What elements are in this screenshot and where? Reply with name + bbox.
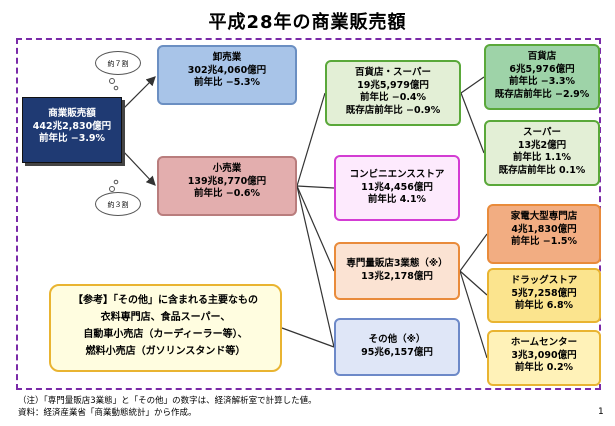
node-value: 302兆4,060億円 xyxy=(187,64,267,76)
page-title: 平成28年の商業販売額 xyxy=(208,12,407,33)
line-dept-dstore xyxy=(460,76,485,94)
reference-line-3: 自動車小売店（カーディーラー等）、 xyxy=(83,329,248,340)
node-value: 139兆8,770億円 xyxy=(187,175,267,187)
reference-line-1: 【参考】「その他」に含まれる主要なもの xyxy=(73,295,258,306)
node-wholesale: 卸売業 302兆4,060億円 前年比 −5.3% xyxy=(157,45,297,105)
node-specialty-stores: 専門量販店3業態（※） 13兆2,178億円 xyxy=(334,242,460,300)
reference-line-4: 燃料小売店（ガソリンスタンド等） xyxy=(85,346,246,357)
page-number: 1 xyxy=(598,407,604,417)
node-value: 11兆4,456億円 xyxy=(361,181,433,193)
line-retail-dept xyxy=(296,92,326,187)
node-name: 小売業 xyxy=(212,163,242,174)
reference-note-box: 【参考】「その他」に含まれる主要なもの 衣料専門店、食品スーパー、 自動車小売店… xyxy=(49,284,282,372)
node-value: 5兆7,258億円 xyxy=(511,287,577,299)
node-name: 商業販売額 xyxy=(48,108,96,119)
node-department-store: 百貨店 6兆5,976億円 前年比 −3.3% 既存店前年比 −2.9% xyxy=(484,44,600,110)
node-name: スーパー xyxy=(523,127,561,138)
node-retail: 小売業 139兆8,770億円 前年比 −0.6% xyxy=(157,156,297,216)
node-value: 6兆5,976億円 xyxy=(509,63,575,75)
line-dept-super xyxy=(460,92,485,154)
node-yoy: 前年比 −5.3% xyxy=(193,77,261,88)
node-name: その他（※） xyxy=(368,334,426,345)
node-name: ホームセンター xyxy=(510,337,578,348)
node-yoy-existing: 既存店前年比 −0.9% xyxy=(345,104,441,116)
node-value: 442兆2,830億円 xyxy=(32,120,112,132)
cloud-label-top: 約７割 xyxy=(95,51,141,75)
node-value: 13兆2,178億円 xyxy=(361,270,433,282)
node-value: 3兆3,090億円 xyxy=(511,349,577,361)
line-ref-other xyxy=(281,327,335,348)
node-yoy: 前年比 −0.6% xyxy=(193,188,261,199)
node-yoy: 前年比 0.2% xyxy=(514,362,574,373)
arrow-root-retail xyxy=(121,149,156,186)
node-supermarket: スーパー 13兆2億円 前年比 1.1% 既存店前年比 0.1% xyxy=(484,120,600,186)
node-drugstore: ドラッグストア 5兆7,258億円 前年比 6.8% xyxy=(487,268,601,323)
node-name: 百貨店 xyxy=(527,51,557,62)
footnotes: （注）「専門量販店3業態」と「その他」の数字は、経済解析室で計算した値。 資料：… xyxy=(18,395,317,419)
footnote-source: 資料：経済産業省「商業動態統計」から作成。 xyxy=(18,408,197,418)
node-name: ドラッグストア xyxy=(510,275,578,286)
line-retail-other xyxy=(296,185,335,348)
node-commerce-total: 商業販売額 442兆2,830億円 前年比 −3.9% xyxy=(22,97,122,163)
node-name: コンビニエンスストア xyxy=(349,169,445,180)
cloud-label-bottom: 約３割 xyxy=(95,192,141,216)
line-retail-spec xyxy=(296,185,335,272)
node-dept-super: 百貨店・スーパー 19兆5,979億円 前年比 −0.4% 既存店前年比 −0.… xyxy=(325,60,461,126)
node-yoy-existing: 既存店前年比 0.1% xyxy=(498,164,586,176)
node-name: 専門量販店3業態（※） xyxy=(346,258,448,269)
line-retail-conv xyxy=(296,185,335,189)
footnote-note: （注）「専門量販店3業態」と「その他」の数字は、経済解析室で計算した値。 xyxy=(18,396,317,406)
node-value: 13兆2億円 xyxy=(517,139,567,151)
node-yoy: 前年比 −0.4% xyxy=(359,92,427,103)
node-yoy: 前年比 4.1% xyxy=(367,194,427,205)
node-convenience-store: コンビニエンスストア 11兆4,456億円 前年比 4.1% xyxy=(334,155,460,221)
node-other: その他（※） 95兆6,157億円 xyxy=(334,318,460,376)
node-yoy: 前年比 −1.5% xyxy=(510,236,578,247)
line-spec-home xyxy=(459,270,488,359)
node-name: 卸売業 xyxy=(212,52,242,63)
node-yoy: 前年比 1.1% xyxy=(512,152,572,163)
node-yoy: 前年比 −3.9% xyxy=(38,133,106,144)
line-spec-elec xyxy=(459,233,488,272)
node-home-center: ホームセンター 3兆3,090億円 前年比 0.2% xyxy=(487,330,601,386)
node-yoy: 前年比 −3.3% xyxy=(508,76,576,87)
reference-line-2: 衣料専門店、食品スーパー、 xyxy=(100,312,231,323)
node-value: 4兆1,830億円 xyxy=(511,223,577,235)
node-yoy-existing: 既存店前年比 −2.9% xyxy=(494,88,590,100)
node-value: 19兆5,979億円 xyxy=(357,79,429,91)
arrow-root-wholesale xyxy=(121,76,156,111)
node-name: 百貨店・スーパー xyxy=(355,67,431,78)
node-value: 95兆6,157億円 xyxy=(361,346,433,358)
line-spec-drug xyxy=(459,270,488,296)
node-yoy: 前年比 6.8% xyxy=(514,300,574,311)
node-name: 家電大型専門店 xyxy=(510,211,578,222)
node-electronics-store: 家電大型専門店 4兆1,830億円 前年比 −1.5% xyxy=(487,204,601,264)
